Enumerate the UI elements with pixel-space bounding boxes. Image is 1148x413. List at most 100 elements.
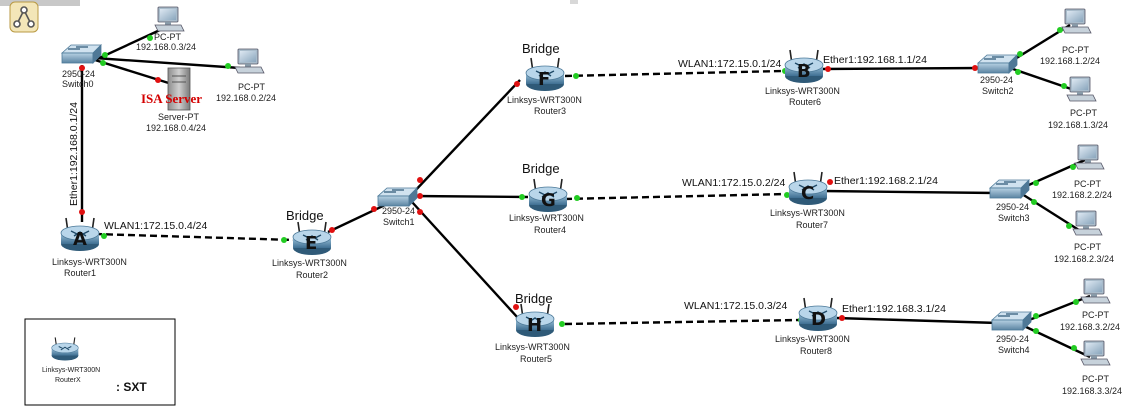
switch1[interactable]: 2950-24 Switch1 xyxy=(377,187,418,227)
device-model-label: Linksys-WRT300N xyxy=(495,342,570,352)
pc-192-168-2-2[interactable]: PC-PT 192.168.2.2/24 xyxy=(1052,144,1112,200)
device-model-label: 2950-24 xyxy=(996,334,1029,344)
port-up-dot xyxy=(1033,328,1039,334)
router7[interactable]: C Linksys-WRT300N Router7 xyxy=(770,171,845,230)
router-letter-label: B xyxy=(797,61,811,82)
device-model-label: Linksys-WRT300N xyxy=(765,86,840,96)
pc-192-168-1-3[interactable]: PC-PT 192.168.1.3/24 xyxy=(1048,76,1108,130)
device-model-label: Linksys-WRT300N xyxy=(775,334,850,344)
link-switch0-pc02 xyxy=(94,56,241,70)
link-label-a-wlan: WLAN1:172.15.0.4/24 xyxy=(104,220,207,232)
device-name-label: Switch3 xyxy=(998,213,1030,223)
device-model-label: 2950-24 xyxy=(980,75,1013,85)
switch4[interactable]: 2950-24 Switch4 xyxy=(991,311,1032,355)
port-up-dot xyxy=(519,194,525,200)
router-letter-label: D xyxy=(811,309,826,330)
port-down-dot xyxy=(79,65,85,71)
router2[interactable]: Bridge E Linksys-WRT300N Router2 xyxy=(272,208,347,280)
device-name-label: Router8 xyxy=(800,346,832,356)
port-up-dot xyxy=(559,321,565,327)
pc-192-168-1-2[interactable]: PC-PT 192.168.1.2/24 xyxy=(1040,8,1100,66)
device-model-label: Linksys-WRT300N xyxy=(509,213,584,223)
link-router5-router8 xyxy=(564,318,801,326)
device-model-label: PC-PT xyxy=(238,82,266,92)
pc-192-168-2-3[interactable]: PC-PT 192.168.2.3/24 xyxy=(1054,210,1114,264)
link-label-c-ether: Ether1:192.168.2.1/24 xyxy=(834,175,938,187)
isa-server[interactable]: ISA Server Server-PT 192.168.0.4/24 xyxy=(141,67,206,133)
port-up-dot xyxy=(1033,313,1039,319)
device-model-label: Linksys-WRT300N xyxy=(52,257,127,267)
port-down-dot xyxy=(417,177,423,183)
toolbar-logo[interactable] xyxy=(0,0,80,33)
link-label-d-wlan: WLAN1:172.15.0.3/24 xyxy=(684,300,787,312)
switch0[interactable]: 2950-24 Switch0 xyxy=(61,44,102,89)
link-router6-switch2 xyxy=(819,66,984,71)
link-switch1-router3 xyxy=(411,79,521,195)
port-status-dots xyxy=(75,27,1079,351)
pc-192-168-0-2[interactable]: PC-PT 192.168.0.2/24 xyxy=(216,48,276,103)
port-up-dot xyxy=(1015,69,1021,75)
link-router1-router2 xyxy=(94,232,295,242)
isa-server-label: ISA Server xyxy=(141,91,202,106)
device-model-label: PC-PT xyxy=(154,32,182,42)
port-down-dot xyxy=(417,193,423,199)
port-down-dot xyxy=(371,206,377,212)
router-letter-label: C xyxy=(801,183,814,204)
pc-192-168-3-2[interactable]: PC-PT 192.168.3.2/24 xyxy=(1060,278,1120,332)
device-ip-label: 192.168.1.2/24 xyxy=(1040,56,1100,66)
port-up-dot xyxy=(574,195,580,201)
link-label-b-ether: Ether1:192.168.1.1/24 xyxy=(823,54,927,66)
router-letter-label: H xyxy=(527,315,542,336)
link-router8-switch4 xyxy=(835,316,999,325)
toolbar-scroll-marker xyxy=(570,0,578,4)
device-ip-label: 192.168.1.3/24 xyxy=(1048,120,1108,130)
port-down-dot xyxy=(972,65,978,71)
device-model-label: 2950-24 xyxy=(62,69,95,79)
port-up-dot xyxy=(573,73,579,79)
device-model-label: 2950-24 xyxy=(382,206,415,216)
pc-192-168-3-3[interactable]: PC-PT 192.168.3.3/24 xyxy=(1062,340,1122,396)
port-down-dot xyxy=(155,77,161,83)
device-ip-label: 192.168.2.2/24 xyxy=(1052,190,1112,200)
device-name-label: Router1 xyxy=(64,268,96,278)
device-model-label: Server-PT xyxy=(158,112,200,122)
port-up-dot xyxy=(1031,199,1037,205)
link-switch0-server xyxy=(94,58,176,87)
port-down-dot xyxy=(827,179,833,185)
port-up-dot xyxy=(147,35,153,41)
legend-box: Linksys-WRT300N RouterX : SXT xyxy=(24,318,176,406)
device-name-label: Router5 xyxy=(520,354,552,364)
device-model-label: PC-PT xyxy=(1074,179,1102,189)
device-name-label: Router3 xyxy=(534,106,566,116)
switch3[interactable]: 2950-24 Switch3 xyxy=(989,179,1030,223)
link-router7-switch3 xyxy=(822,189,997,195)
link-switch1-router5 xyxy=(411,201,519,319)
port-up-dot xyxy=(102,52,108,58)
device-model-label: PC-PT xyxy=(1082,374,1110,384)
port-up-dot xyxy=(1070,164,1076,170)
router3[interactable]: Bridge F Linksys-WRT300N Router3 xyxy=(507,41,582,116)
port-up-dot xyxy=(1066,223,1072,229)
network-diagram-icon xyxy=(13,6,35,28)
bridge-role-label: Bridge xyxy=(522,161,560,176)
device-model-label: PC-PT xyxy=(1062,45,1090,55)
link-router3-router6 xyxy=(564,69,785,78)
device-model-label: Linksys-WRT300N xyxy=(272,258,347,268)
switch2[interactable]: 2950-24 Switch2 xyxy=(977,54,1018,96)
router5[interactable]: Bridge H Linksys-WRT300N Router5 xyxy=(495,291,570,364)
device-ip-label: 192.168.3.3/24 xyxy=(1062,386,1122,396)
port-up-dot xyxy=(1033,180,1039,186)
router8[interactable]: D Linksys-WRT300N Router8 xyxy=(775,297,850,356)
router4[interactable]: Bridge G Linksys-WRT300N Router4 xyxy=(509,161,584,235)
port-up-dot xyxy=(1017,51,1023,57)
device-ip-label: 192.168.0.3/24 xyxy=(136,42,196,52)
device-name-label: Switch2 xyxy=(982,86,1014,96)
device-ip-label: 192.168.3.2/24 xyxy=(1060,322,1120,332)
router6[interactable]: B Linksys-WRT300N Router6 xyxy=(765,49,840,107)
pc-192-168-0-3[interactable]: PC-PT 192.168.0.3/24 xyxy=(136,6,196,52)
router1[interactable]: A Linksys-WRT300N Router1 xyxy=(52,217,127,278)
port-down-dot xyxy=(514,81,520,87)
device-model-label: PC-PT xyxy=(1082,310,1110,320)
link-switch1-router4 xyxy=(411,194,529,199)
